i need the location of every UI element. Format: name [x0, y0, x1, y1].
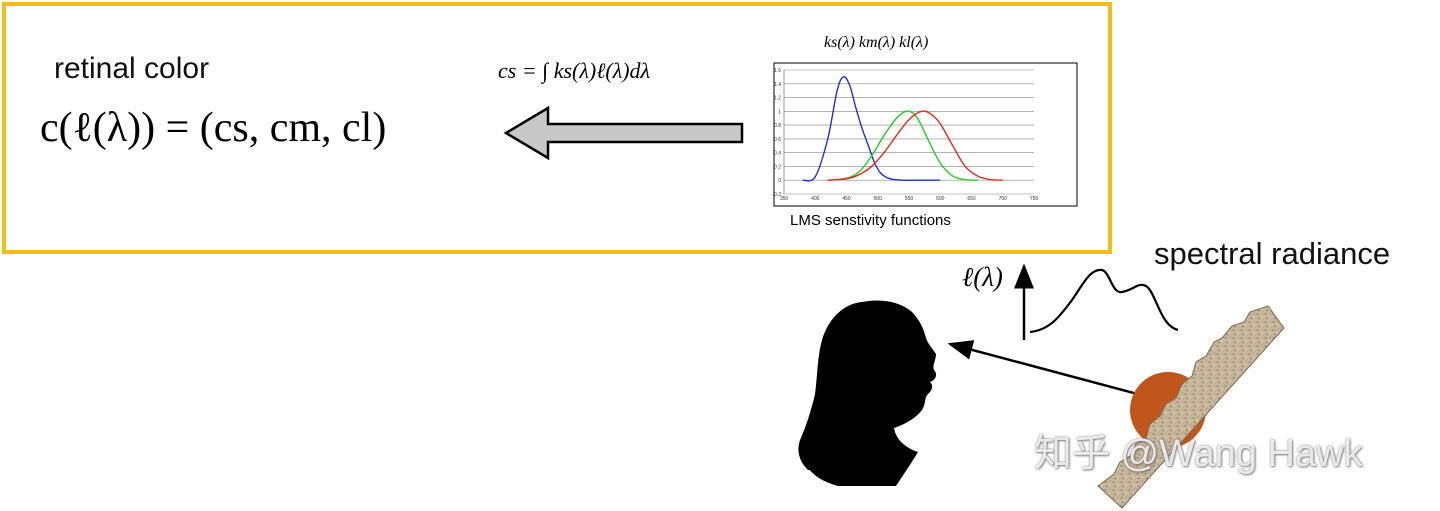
chart-series-line — [802, 76, 941, 182]
chart-y-tick-label: 0.8 — [774, 123, 781, 129]
chart-series-line — [827, 110, 978, 181]
watermark: 知乎 @Wang Hawk — [1034, 433, 1363, 475]
retinal-color-label: retinal color — [54, 52, 210, 85]
spectral-radiance-label: spectral radiance — [1154, 236, 1391, 271]
chart-x-tick-label: 500 — [874, 196, 883, 202]
radiance-axis-label: ℓ(λ) — [962, 262, 1003, 292]
chart-x-tick-label: 400 — [811, 196, 820, 202]
retinal-color-equation: c(ℓ(λ)) = (cs, cm, cl) — [40, 104, 386, 152]
chart-x-tick-label: 450 — [842, 196, 851, 202]
spectral-radiance-curve — [1029, 268, 1179, 334]
chart-y-tick-label: 0.2 — [774, 164, 781, 170]
retinal-equation-text: c(ℓ(λ)) = (cs, cm, cl) — [40, 105, 387, 151]
gravel-surface-icon — [1097, 305, 1285, 509]
chart-function-labels: ks(λ) km(λ) kl(λ) — [824, 34, 929, 51]
large-left-arrow — [503, 105, 744, 161]
gaze-arrow — [947, 340, 1161, 402]
chart-y-tick-label: 0.4 — [774, 151, 781, 157]
chart-y-tick-label: 1.2 — [774, 96, 781, 102]
chart-x-tick-label: 700 — [999, 196, 1008, 202]
chart-x-tick-label: 650 — [967, 196, 976, 202]
chart-grid — [783, 69, 1034, 195]
chart-x-ticks: 350 400 450 500 550 600 650 700 750 — [780, 196, 1039, 202]
person-silhouette-icon — [798, 300, 937, 486]
chart-x-tick-label: 750 — [1030, 196, 1039, 202]
chart-x-tick-label: 550 — [905, 196, 914, 202]
chart-y-ticks: -0.2 0 0.2 0.4 0.6 0.8 1 1.2 1.4 1.6 — [772, 68, 781, 198]
chart-x-tick-label: 350 — [780, 196, 789, 202]
chart-y-tick-label: 0 — [778, 178, 781, 184]
retinal-color-frame — [2, 2, 1112, 254]
chart-y-tick-label: -0.2 — [772, 192, 781, 198]
chart-y-tick-label: 1.4 — [774, 82, 781, 88]
chart-y-tick-label: 1.6 — [774, 68, 781, 74]
chart-series — [802, 76, 1003, 182]
chart-series-line — [827, 110, 1003, 181]
chart-caption: LMS senstivity functions — [790, 212, 951, 229]
chart-x-tick-label: 600 — [936, 196, 945, 202]
chart-y-tick-label: 1 — [778, 109, 781, 115]
cone-integral-equation: cs = ∫ ks(λ)ℓ(λ)dλ — [498, 58, 651, 83]
chart-y-tick-label: 0.6 — [774, 137, 781, 143]
